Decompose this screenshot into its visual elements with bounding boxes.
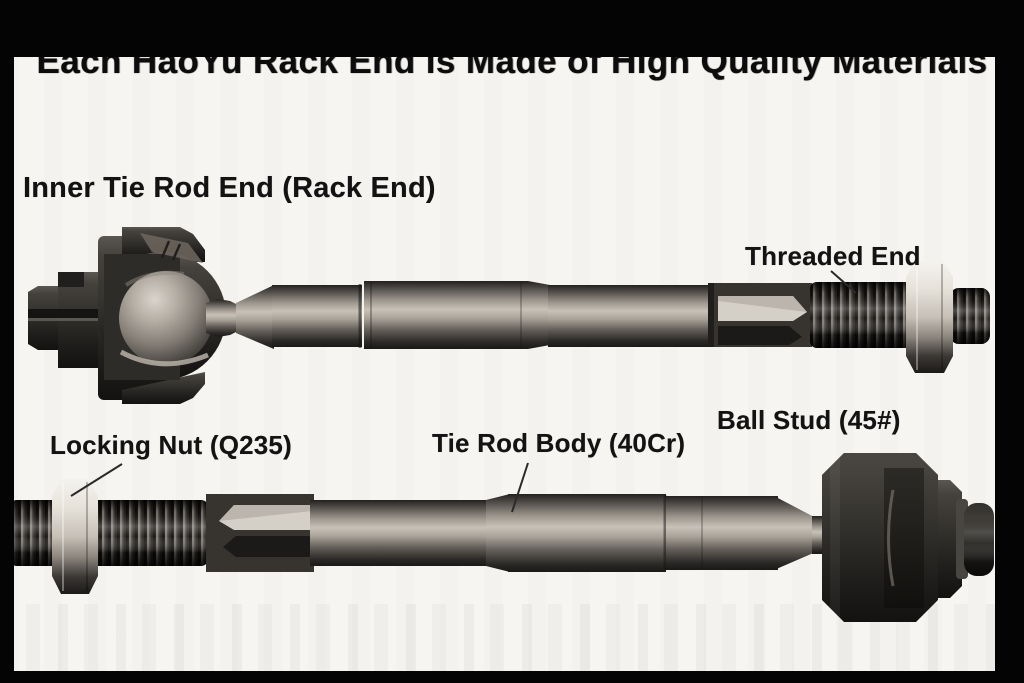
leader-tie-rod-body [511,462,529,513]
label-locking-nut: Locking Nut (Q235) [50,430,292,460]
socket-rim-highlight [124,270,185,287]
tie-rod-shaft-top [272,281,714,349]
label-threaded-end: Threaded End [745,241,921,271]
locking-nut [52,479,98,594]
jam-nut-top [906,261,953,373]
ball-stud-pin [956,499,994,579]
frame-left-bar [0,0,14,683]
hex-wrench-flats-bottom [206,494,314,572]
hex-wrench-flats-top [708,283,812,347]
ball-socket-ball [119,271,213,365]
threaded-end-section [810,282,990,348]
label-inner-tie-rod-end: Inner Tie Rod End (Rack End) [23,172,436,204]
leader-locking-nut [70,463,123,497]
ball-stud-housing [822,453,962,622]
frame-bottom-bar [0,671,1024,683]
frame-right-bar [995,0,1024,683]
label-ball-stud: Ball Stud (45#) [717,405,901,435]
top-rod-illustration [28,227,990,404]
leader-lines [70,270,857,513]
threaded-end-bottom [10,500,208,566]
frame-top-bar [0,0,1024,57]
neck-cone [236,285,274,349]
bottom-rod-illustration [10,453,994,622]
ball-neck [206,299,238,337]
leader-threaded-end [830,270,857,294]
label-tie-rod-body: Tie Rod Body (40Cr) [432,428,686,458]
tie-rod-body-shaft [310,494,834,572]
rack-tab [28,272,104,368]
socket-lip-highlight [119,349,209,367]
